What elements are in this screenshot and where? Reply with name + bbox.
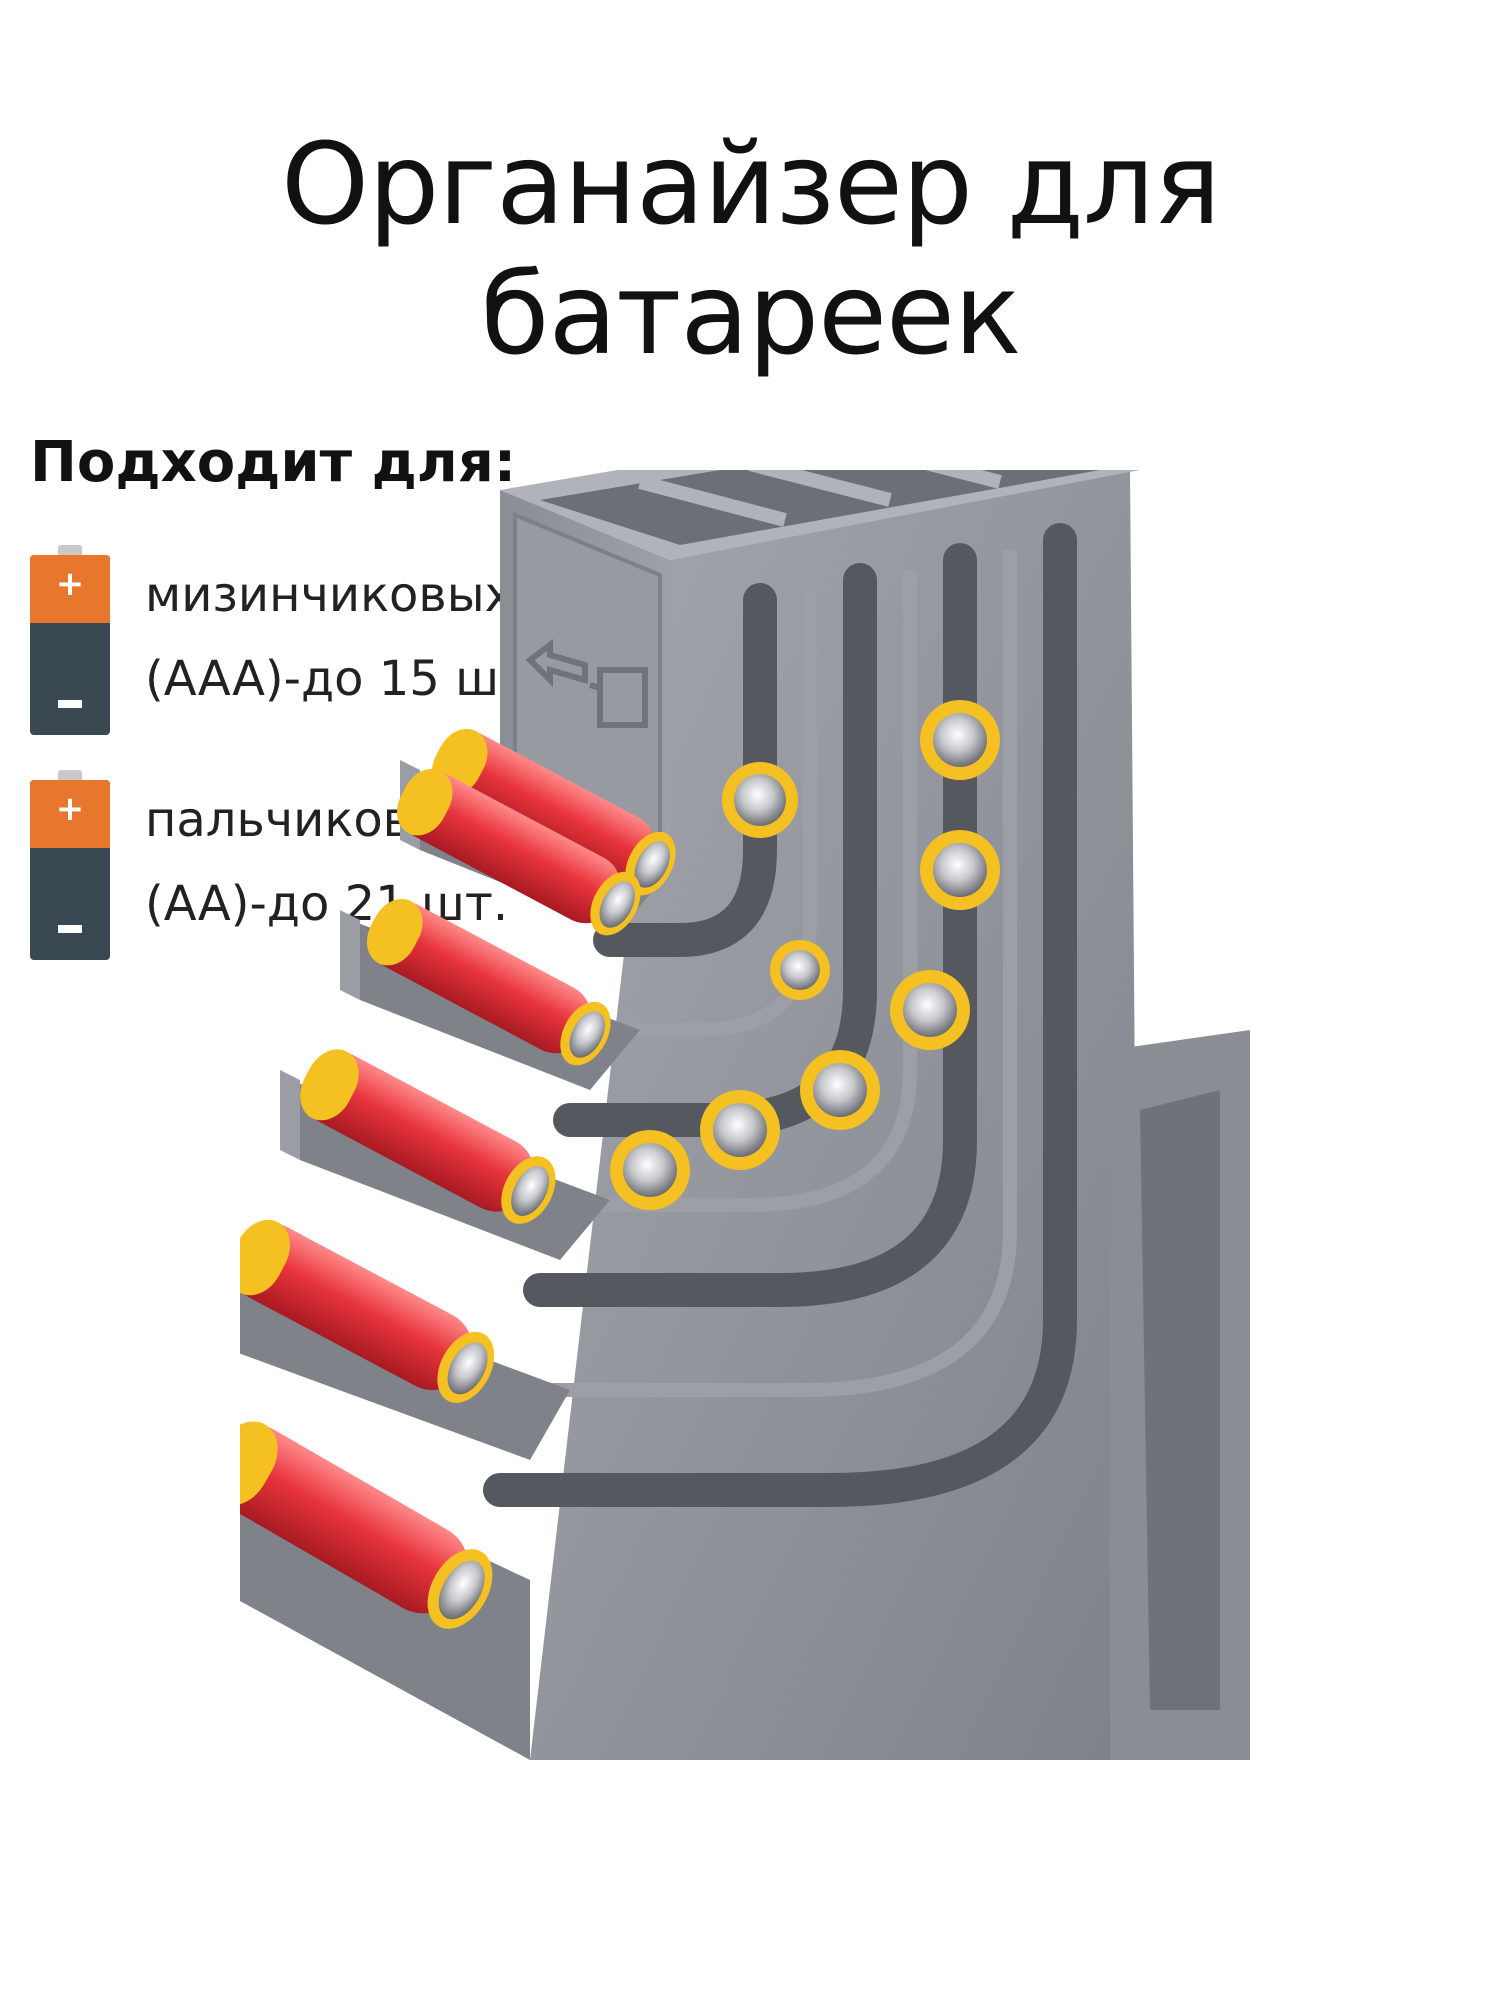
battery-icon: + — [30, 545, 110, 735]
battery-type-aaa: + мизинчиковых (AAA)-до 15 шт. — [30, 545, 590, 735]
battery-organizer-image — [240, 470, 1250, 1760]
battery-type-capacity: (AAA)-до 15 шт. — [145, 651, 543, 707]
battery-type-aa: + пальчиковых (AA)-до 21 шт. — [30, 770, 590, 960]
battery-icon: + — [30, 770, 110, 960]
page-title: Органайзер для батареек — [281, 120, 1221, 380]
battery-type-name: мизинчиковых — [145, 567, 514, 623]
svg-text:+: + — [56, 564, 85, 604]
svg-text:+: + — [56, 789, 85, 829]
suits-heading: Подходит для: — [30, 430, 517, 495]
